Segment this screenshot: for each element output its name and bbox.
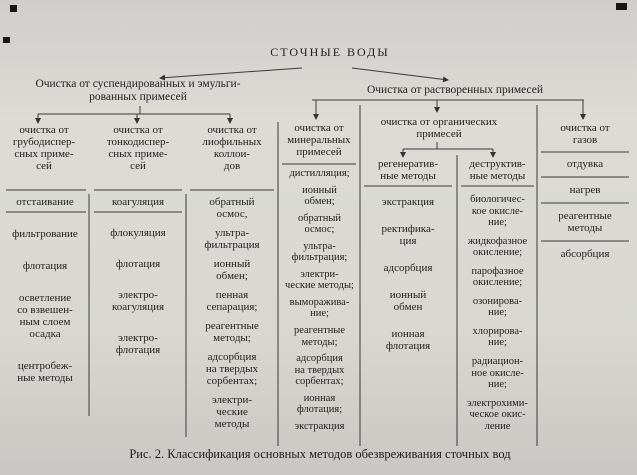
list-item: абсорбция <box>560 247 610 260</box>
scan-artifact <box>10 5 17 12</box>
method-list-lyophilic-colloids: обратный осмос, ультра- фильтрация ионный … <box>189 196 275 430</box>
list-item: ионная флотация; <box>296 392 343 416</box>
list-item: биологичес- кое окисле- ние; <box>470 194 525 229</box>
list-item: флотация <box>22 259 68 272</box>
list-item: ионный обмен; <box>302 184 337 208</box>
branch-title-suspended-impurities: Очистка от суспендированных и эмульги- р… <box>35 78 241 103</box>
list-item: ионный обмен; <box>213 257 251 282</box>
scan-artifact <box>616 3 627 10</box>
list-item: адсорбция на твердых сорбентах; <box>294 353 345 388</box>
list-item: адсорбция <box>383 261 433 274</box>
list-item: обратный осмос, <box>209 196 255 220</box>
method-list-coarse: отстаивание фильтрование флотация осветлени… <box>4 196 86 384</box>
list-item: обратный осмос; <box>297 212 342 236</box>
column-header-gases: очистка от газов <box>560 122 610 147</box>
method-list-regenerative: экстракция ректифика- ция адсорбция ионный … <box>362 196 454 352</box>
column-header-mineral: очистка от минеральных примесей <box>287 122 351 159</box>
list-item: электро- коагуляция <box>111 288 165 313</box>
list-item: электри- ческие методы <box>211 393 253 430</box>
list-item: парофазное окисление; <box>471 265 524 289</box>
column-header-destructive: деструктив- ные методы <box>469 158 526 183</box>
figure-caption: Рис. 2. Классификация основных методов о… <box>129 447 511 461</box>
method-list-destructive: биологичес- кое окисле- ние; жидкофазное … <box>459 194 536 432</box>
list-item: реагентные методы <box>558 209 612 234</box>
scan-artifact <box>3 37 10 43</box>
list-item: флокуляция <box>110 226 166 239</box>
list-item: ионный обмен <box>389 288 427 313</box>
column-header-regenerative: регенератив- ные методы <box>377 158 439 183</box>
method-list-fine: коагуляция флокуляция флотация электро- коа… <box>93 196 183 356</box>
list-item: пенная сепарация; <box>206 288 258 313</box>
list-item: реагентные методы; <box>205 319 259 344</box>
list-item: центробеж- ные методы <box>17 359 73 384</box>
list-item: ультра- фильтрация; <box>291 240 348 264</box>
method-list-gases: отдувка нагрев реагентные методы абсорбция <box>541 158 629 260</box>
list-item: экстракция <box>381 196 435 208</box>
column-header-fine: очистка от тонкодиспер- сных приме- сей <box>106 124 170 173</box>
list-item: хлорирова- ние; <box>472 325 523 349</box>
list-item: фильтрование <box>12 227 78 240</box>
diagram-root-title: СТОЧНЫЕ ВОДЫ <box>270 45 390 59</box>
list-item: ультра- фильтрация <box>204 226 260 251</box>
list-item: флотация <box>115 257 161 270</box>
list-item: экстракция <box>294 420 345 432</box>
list-item: дистилляция; <box>289 168 350 179</box>
list-item: ректифика- ция <box>381 222 435 247</box>
column-header-organic: очистка от органических примесей <box>380 116 498 141</box>
list-item: электри- ческие методы; <box>285 268 354 292</box>
list-item: радиацион- ное окисле- ние; <box>471 356 524 391</box>
method-list-mineral: дистилляция; ионный обмен; обратный осмос;… <box>281 168 358 432</box>
list-item: электро- флотация <box>115 331 161 356</box>
column-header-coarse: очистка от грубодиспер- сных приме- сей <box>12 124 76 173</box>
list-item: осветление со взвешен- ным слоем осадка <box>17 291 73 340</box>
list-item: отдувка <box>566 158 604 170</box>
branch-title-dissolved-impurities: Очистка от растворенных примесей <box>366 84 544 96</box>
list-item: ионная флотация <box>385 327 431 352</box>
list-item: выморажива- ние; <box>289 296 350 320</box>
list-item: жидкофазное окисление; <box>467 235 528 259</box>
list-item: коагуляция <box>111 196 165 208</box>
list-item: электрохими- ческое окис- ление <box>467 397 528 432</box>
list-item: озонирова- ние; <box>472 295 523 319</box>
column-header-lyophilic-colloids: очистка от лиофильных коллои- дов <box>202 124 262 173</box>
list-item: адсорбция на твердых сорбентах; <box>205 350 259 387</box>
list-item: реагентные методы; <box>293 325 346 348</box>
list-item: нагрев <box>569 183 601 196</box>
list-item: отстаивание <box>16 196 74 208</box>
